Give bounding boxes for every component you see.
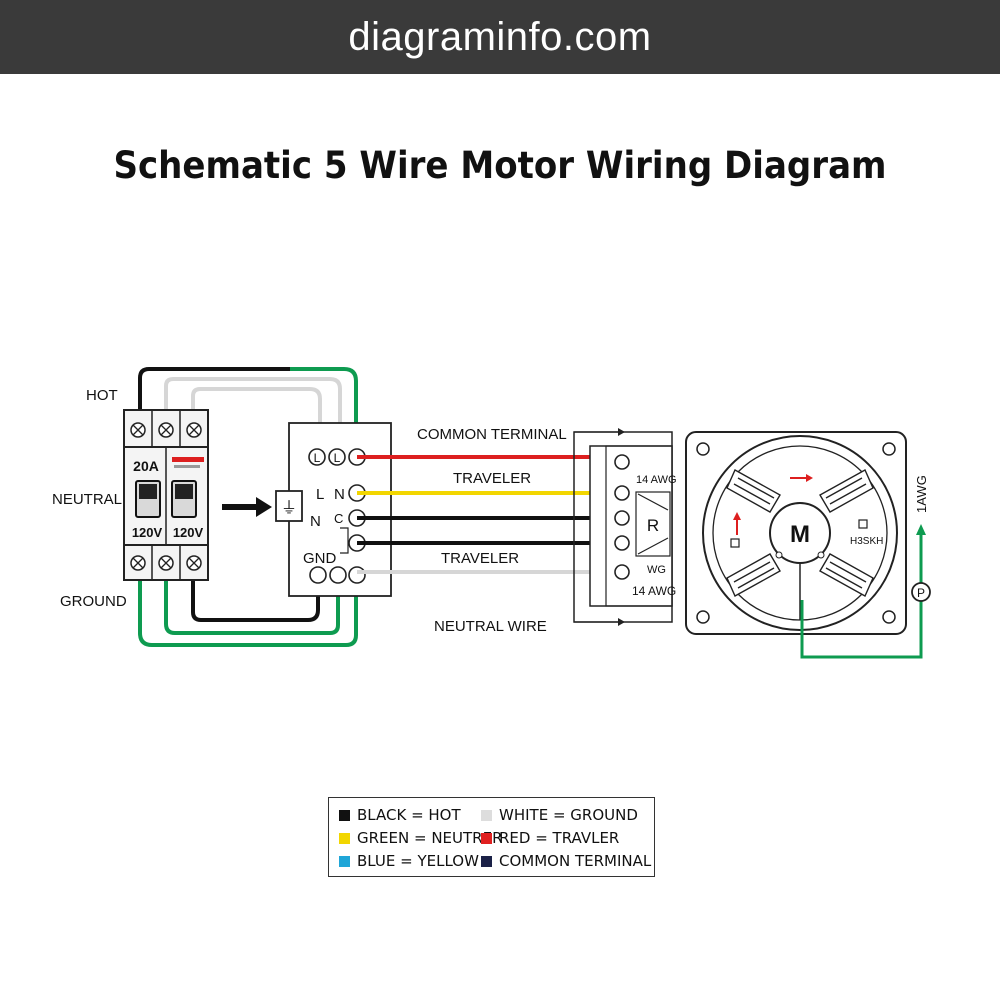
green-wire-bottom-inner (164, 575, 340, 635)
traveler-top-label: TRAVELER (453, 470, 531, 487)
legend-item: BLACK = HOT (339, 806, 461, 824)
breaker-voltage-left: 120V (132, 525, 163, 540)
common-terminal-label: COMMON TERMINAL (417, 426, 567, 443)
legend-swatch (339, 855, 350, 867)
screw-icon (130, 422, 146, 438)
legend-swatch (481, 855, 492, 867)
legend-label: WHITE = GROUND (499, 806, 638, 824)
breaker-voltage-right: 120V (173, 525, 204, 540)
legend-swatch (481, 809, 492, 821)
black-wire-bottom (191, 575, 320, 622)
junction-label-n-top: N (334, 486, 345, 503)
screw-icon (158, 422, 174, 438)
screw-icon (186, 422, 202, 438)
switch-awg-top: 14 AWG (636, 474, 677, 486)
motor: M H3SKH (685, 431, 907, 635)
ground-terminal-icon (911, 582, 931, 602)
motor-ground-symbol: P (917, 586, 925, 600)
legend-item: GREEN = NEUTRER (339, 829, 503, 847)
hot-label: HOT (86, 387, 118, 404)
ground-label: GROUND (60, 593, 127, 610)
switch-wg: WG (647, 564, 666, 576)
terminal-l2: L (334, 451, 341, 465)
white-wire-top-1 (164, 377, 342, 455)
neutral-wire-label: NEUTRAL WIRE (434, 618, 547, 635)
color-legend: BLACK = HOT WHITE = GROUND GREEN = NEUTR… (328, 797, 655, 877)
arrow-right-icon (222, 497, 272, 517)
junction-label-l: L (316, 486, 324, 503)
legend-swatch (481, 832, 492, 844)
legend-item: WHITE = GROUND (481, 806, 638, 824)
breaker-rating: 20A (133, 458, 159, 474)
hot-wire-top (138, 367, 290, 410)
motor-side-label: 1AWG (914, 475, 929, 513)
legend-label: COMMON TERMINAL (499, 852, 652, 870)
legend-swatch (339, 809, 350, 821)
traveler-bottom-label: TRAVELER (441, 550, 519, 567)
site-banner-text: diagraminfo.com (348, 14, 652, 59)
legend-label: BLACK = HOT (357, 806, 461, 824)
motor-small-label: H3SKH (850, 536, 883, 547)
switch-center-label: R (647, 516, 659, 535)
motor-center-label: M (790, 521, 810, 548)
screw-icon (186, 555, 202, 571)
breaker-toggle-left[interactable] (135, 480, 161, 518)
screw-icon (130, 555, 146, 571)
screw-icon (158, 555, 174, 571)
rotation-arrow-icon (733, 512, 741, 535)
green-wire-bottom-outer (138, 575, 358, 647)
junction-label-c: C (334, 511, 343, 526)
white-wire-top-2 (191, 387, 322, 455)
legend-label: GREEN = NEUTRER (357, 829, 503, 847)
legend-item: BLUE = YELLOW (339, 852, 479, 870)
page-title: Schematic 5 Wire Motor Wiring Diagram (113, 144, 887, 187)
breaker-panel: 20A 120V 120V (123, 409, 209, 581)
site-banner: diagraminfo.com (0, 0, 1000, 74)
legend-item: RED = TRAVLER (481, 829, 619, 847)
terminal-l1: L (314, 451, 321, 465)
breaker-toggle-right[interactable] (171, 480, 197, 518)
junction-label-gnd: GND (303, 550, 337, 567)
rotation-arrow-icon (790, 474, 813, 482)
breaker-red-indicator (172, 457, 204, 462)
green-wire-top (290, 367, 358, 460)
switch-awg-bottom: 14 AWG (632, 584, 676, 598)
legend-swatch (339, 832, 350, 844)
legend-label: RED = TRAVLER (499, 829, 620, 847)
junction-label-n-bottom: N (310, 513, 321, 530)
neutral-label: NEUTRAL (52, 491, 122, 508)
ground-symbol-icon: ⏚ (281, 499, 297, 517)
switch-box: R 14 AWG WG 14 AWG (573, 428, 677, 626)
legend-label: BLUE = YELLOW (357, 852, 479, 870)
legend-item: COMMON TERMINAL (481, 852, 651, 870)
